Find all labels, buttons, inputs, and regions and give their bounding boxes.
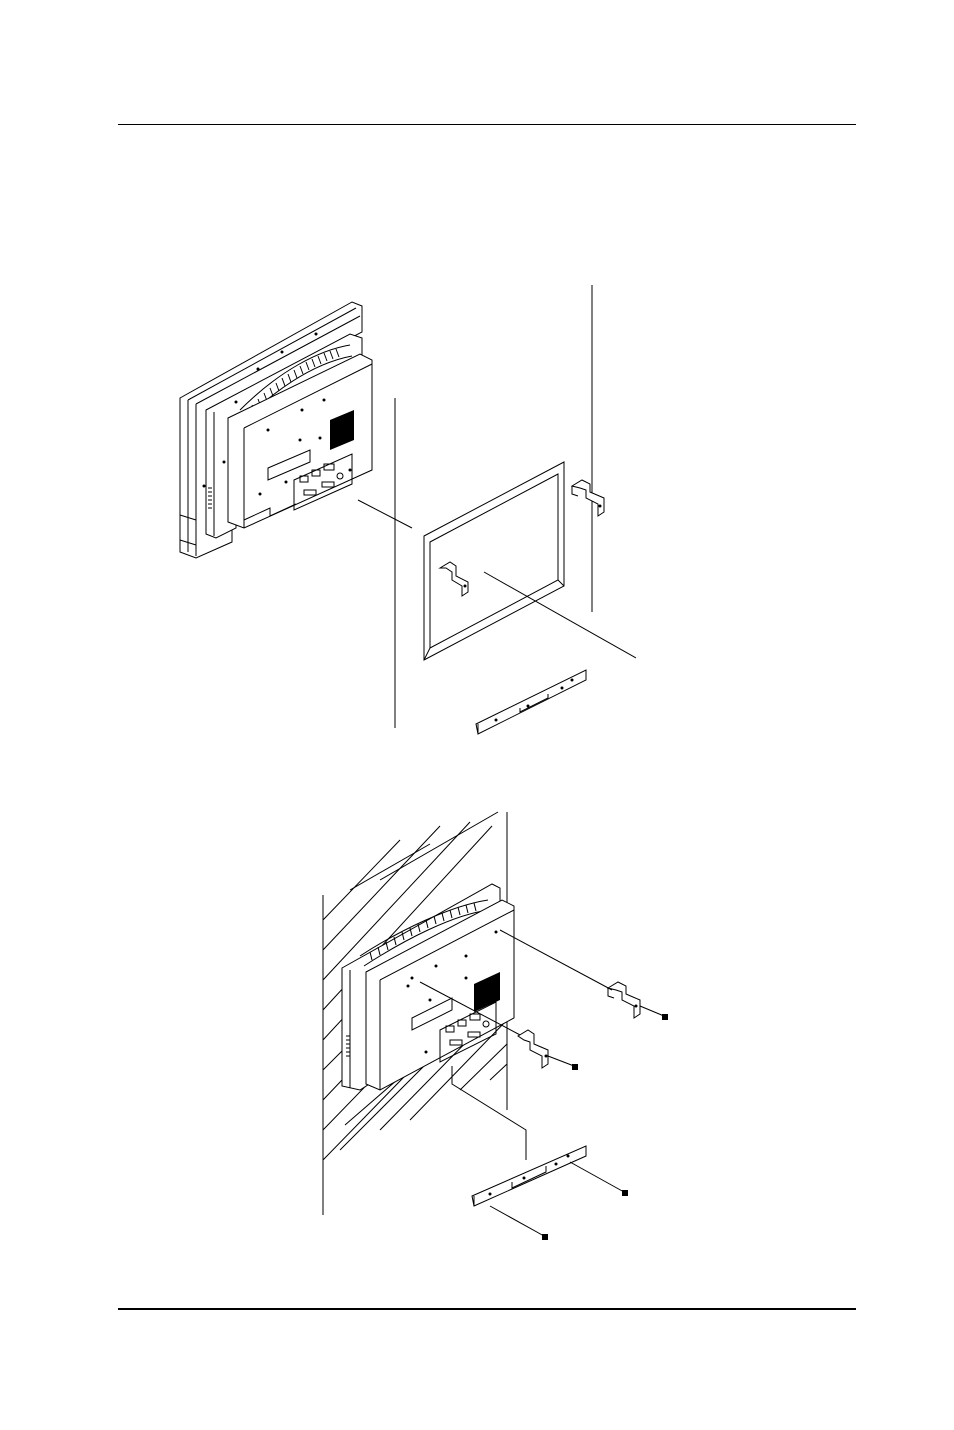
panel-pc-rear xyxy=(180,302,372,558)
leader-line-bottom xyxy=(452,1066,526,1160)
wall-cutout-panel xyxy=(424,462,564,660)
bottom-bracket xyxy=(476,670,586,734)
upper-bracket-right xyxy=(572,480,604,516)
bottom-bracket-mounted xyxy=(472,1146,628,1240)
leader-line-2 xyxy=(484,572,636,658)
bracket-right xyxy=(500,930,668,1020)
panel-pc-mounted xyxy=(342,884,514,1090)
leader-line xyxy=(358,500,412,528)
assembled-view-figure xyxy=(323,812,668,1240)
exploded-view-figure xyxy=(180,285,636,734)
upper-bracket-left xyxy=(440,562,468,596)
